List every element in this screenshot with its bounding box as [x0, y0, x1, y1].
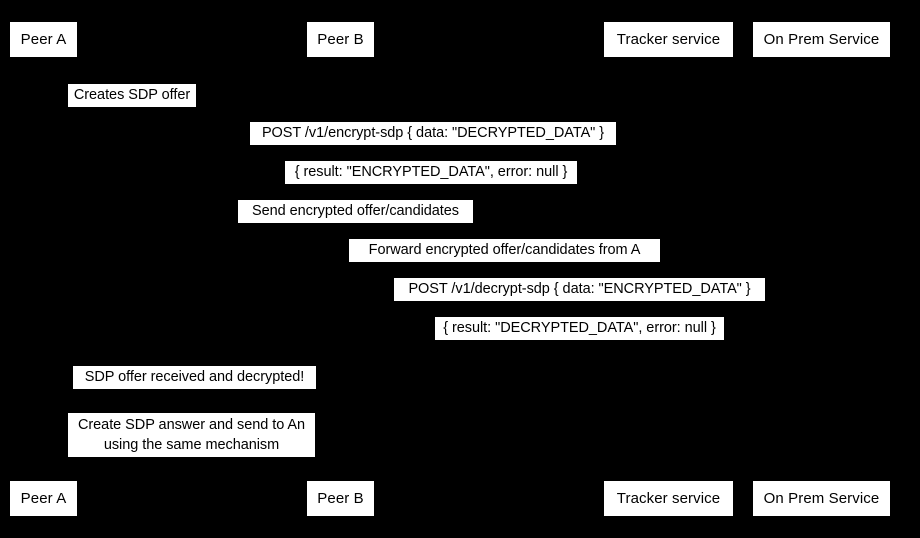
arrow-post-encrypt-sdp	[43, 146, 821, 147]
participant-label: On Prem Service	[763, 490, 880, 507]
participant-label: Peer A	[20, 31, 67, 48]
participant-label: On Prem Service	[763, 31, 880, 48]
message-text: POST /v1/decrypt-sdp { data: "ENCRYPTED_…	[408, 281, 751, 297]
self-arrow-sdp-offer-received	[340, 386, 366, 400]
lifeline-peer-a	[43, 57, 44, 481]
participant-header-peer-b[interactable]: Peer B	[307, 22, 374, 57]
participant-label: Peer B	[317, 490, 364, 507]
lifeline-peer-b	[340, 57, 341, 481]
message-label-creates-sdp-offer: Creates SDP offer	[68, 84, 196, 107]
message-label-encrypt-sdp-response: { result: "ENCRYPTED_DATA", error: null …	[285, 161, 577, 184]
participant-footer-on-prem-service[interactable]: On Prem Service	[753, 481, 890, 516]
message-text-line-2: using the same mechanism	[103, 437, 280, 453]
message-label-post-encrypt-sdp: POST /v1/encrypt-sdp { data: "DECRYPTED_…	[250, 122, 616, 145]
arrow-decrypt-sdp-response	[340, 341, 821, 342]
participant-header-peer-a[interactable]: Peer A	[10, 22, 77, 57]
participant-footer-tracker-service[interactable]: Tracker service	[604, 481, 733, 516]
lifeline-tracker-service	[668, 57, 669, 481]
message-text-line-1: Create SDP answer and send to An	[77, 417, 306, 433]
participant-header-tracker-service[interactable]: Tracker service	[604, 22, 733, 57]
message-text: Send encrypted offer/candidates	[252, 203, 459, 219]
participant-label: Tracker service	[616, 490, 721, 507]
message-text: Creates SDP offer	[73, 87, 191, 103]
participant-footer-peer-b[interactable]: Peer B	[307, 481, 374, 516]
arrow-encrypt-sdp-response	[43, 185, 821, 186]
participant-footer-peer-a[interactable]: Peer A	[10, 481, 77, 516]
message-text: SDP offer received and decrypted!	[84, 369, 305, 385]
message-label-forward-encrypted-offer: Forward encrypted offer/candidates from …	[349, 239, 660, 262]
participant-label: Peer A	[20, 490, 67, 507]
message-label-post-decrypt-sdp: POST /v1/decrypt-sdp { data: "ENCRYPTED_…	[394, 278, 765, 301]
lifeline-on-prem-service	[821, 57, 822, 481]
self-arrow-create-sdp-answer	[340, 455, 366, 469]
message-text: { result: "DECRYPTED_DATA", error: null …	[443, 320, 716, 336]
message-text: { result: "ENCRYPTED_DATA", error: null …	[294, 164, 568, 180]
message-text: Forward encrypted offer/candidates from …	[368, 242, 641, 258]
message-text: POST /v1/encrypt-sdp { data: "DECRYPTED_…	[261, 125, 605, 141]
message-label-send-encrypted-offer: Send encrypted offer/candidates	[238, 200, 473, 223]
message-label-sdp-offer-received: SDP offer received and decrypted!	[73, 366, 316, 389]
participant-header-on-prem-service[interactable]: On Prem Service	[753, 22, 890, 57]
participant-label: Tracker service	[616, 31, 721, 48]
message-label-create-sdp-answer: Create SDP answer and send to An using t…	[68, 413, 315, 457]
arrow-forward-encrypted-offer	[340, 263, 668, 264]
self-arrow-creates-sdp-offer	[43, 104, 69, 118]
participant-label: Peer B	[317, 31, 364, 48]
message-label-decrypt-sdp-response: { result: "DECRYPTED_DATA", error: null …	[435, 317, 724, 340]
arrow-post-decrypt-sdp	[340, 302, 821, 303]
arrow-send-encrypted-offer	[43, 224, 668, 225]
